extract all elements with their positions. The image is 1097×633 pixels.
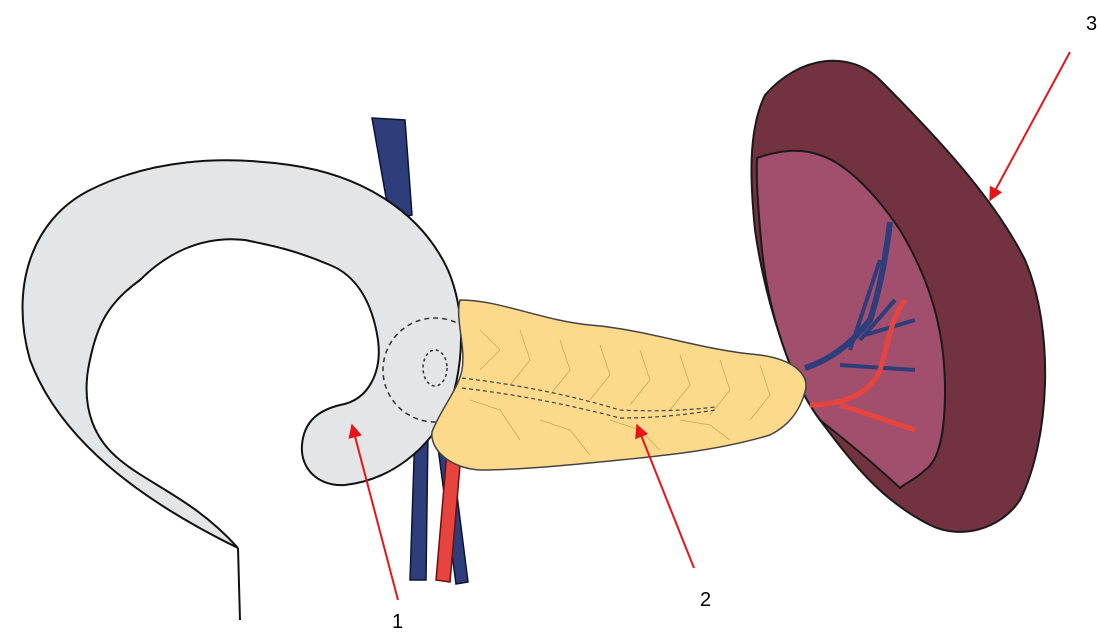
label-2: 2: [700, 590, 711, 610]
label-3: 3: [1086, 14, 1097, 34]
pancreas-body: [432, 300, 806, 470]
pancreas: [432, 300, 806, 470]
duodenum-c-loop: [23, 160, 462, 548]
spleen: [751, 61, 1045, 532]
duodenum-tail: [238, 548, 240, 620]
label-1: 1: [392, 612, 403, 632]
arrow-3: [990, 52, 1070, 200]
